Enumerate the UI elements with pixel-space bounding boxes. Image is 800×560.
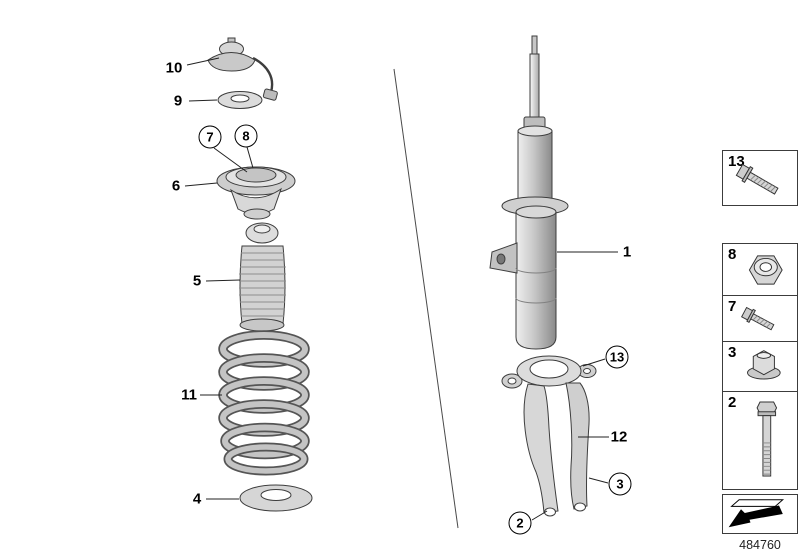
callout-10[interactable]: 10	[165, 59, 183, 77]
callout-1[interactable]: 1	[622, 243, 632, 261]
callout-12[interactable]: 12	[610, 428, 628, 446]
fastener-cell-7[interactable]: 7	[722, 295, 798, 342]
leader-lines	[184, 57, 618, 521]
support-bearing-part	[217, 91, 263, 109]
collar-nut-icon	[748, 255, 783, 285]
fork-part	[501, 355, 597, 517]
fastener-cell-2[interactable]: 2	[722, 391, 798, 490]
strut-part	[489, 35, 569, 350]
fastener-cell-8[interactable]: 8	[722, 243, 798, 296]
callout-5[interactable]: 5	[192, 272, 202, 290]
flange-nut-icon	[747, 350, 781, 380]
direction-arrow-box	[722, 494, 798, 534]
fastener-cell-13[interactable]: 13	[722, 150, 798, 206]
upper-spring-support-part	[216, 166, 296, 220]
callout-7[interactable]: 7	[198, 125, 222, 149]
separator-line	[393, 68, 459, 529]
diagram-number: 484760	[739, 538, 781, 552]
callout-9[interactable]: 9	[173, 92, 183, 110]
long-bolt-icon	[756, 401, 778, 477]
callout-2[interactable]: 2	[508, 511, 532, 535]
fastener-cell-label: 7	[728, 298, 737, 315]
callout-11[interactable]: 11	[181, 386, 197, 404]
lower-spring-pad-part	[239, 484, 313, 512]
fastener-cell-label: 8	[728, 246, 737, 263]
callout-3[interactable]: 3	[608, 472, 632, 496]
guide-support-part	[207, 37, 278, 101]
callout-13[interactable]: 13	[605, 345, 629, 369]
coil-spring-part	[218, 330, 310, 476]
bump-stop-part	[239, 222, 286, 332]
flange-bolt-icon	[735, 163, 779, 195]
callout-4[interactable]: 4	[192, 490, 202, 508]
direction-arrow-icon	[728, 499, 785, 528]
fastener-cell-label: 3	[728, 344, 737, 361]
fastener-cell-label: 2	[728, 394, 737, 411]
fastener-cell-label: 13	[728, 153, 745, 170]
callout-8[interactable]: 8	[234, 124, 258, 148]
callout-6[interactable]: 6	[171, 177, 181, 195]
fastener-cell-3[interactable]: 3	[722, 341, 798, 392]
short-bolt-icon	[741, 306, 775, 331]
